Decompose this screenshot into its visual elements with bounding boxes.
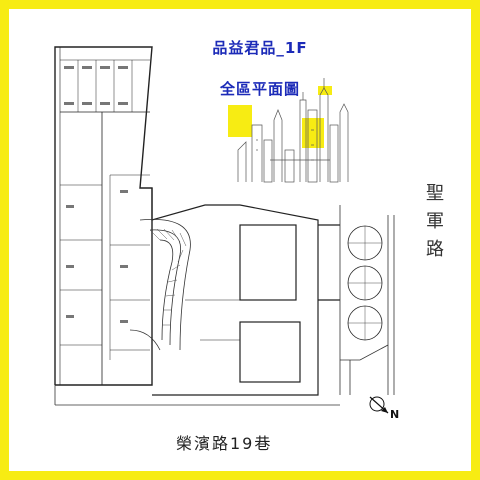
accent-block	[302, 118, 324, 148]
ramp-hatching	[149, 228, 187, 326]
plan-subtitle: 全區平面圖	[219, 80, 300, 98]
plan-title: 品益君品_1F	[212, 39, 308, 57]
street-label: 榮濱路19巷	[176, 434, 273, 453]
north-label: N	[390, 408, 400, 421]
parking-building	[54, 46, 153, 386]
parking-marks	[64, 66, 128, 323]
skyline-sketch	[237, 78, 349, 183]
accent-block	[228, 105, 252, 137]
main-building	[151, 188, 340, 396]
trees	[347, 225, 383, 341]
side-road-char: 聖	[426, 183, 444, 204]
north-arrow-icon	[369, 396, 389, 414]
side-road-char: 軍	[426, 211, 444, 232]
road-lines	[339, 205, 395, 395]
side-road-label: 聖 軍 路	[424, 180, 446, 264]
side-road-char: 路	[426, 239, 444, 260]
accent-block	[318, 86, 332, 95]
street-boundary	[54, 385, 340, 406]
curved-ramp	[129, 218, 191, 351]
